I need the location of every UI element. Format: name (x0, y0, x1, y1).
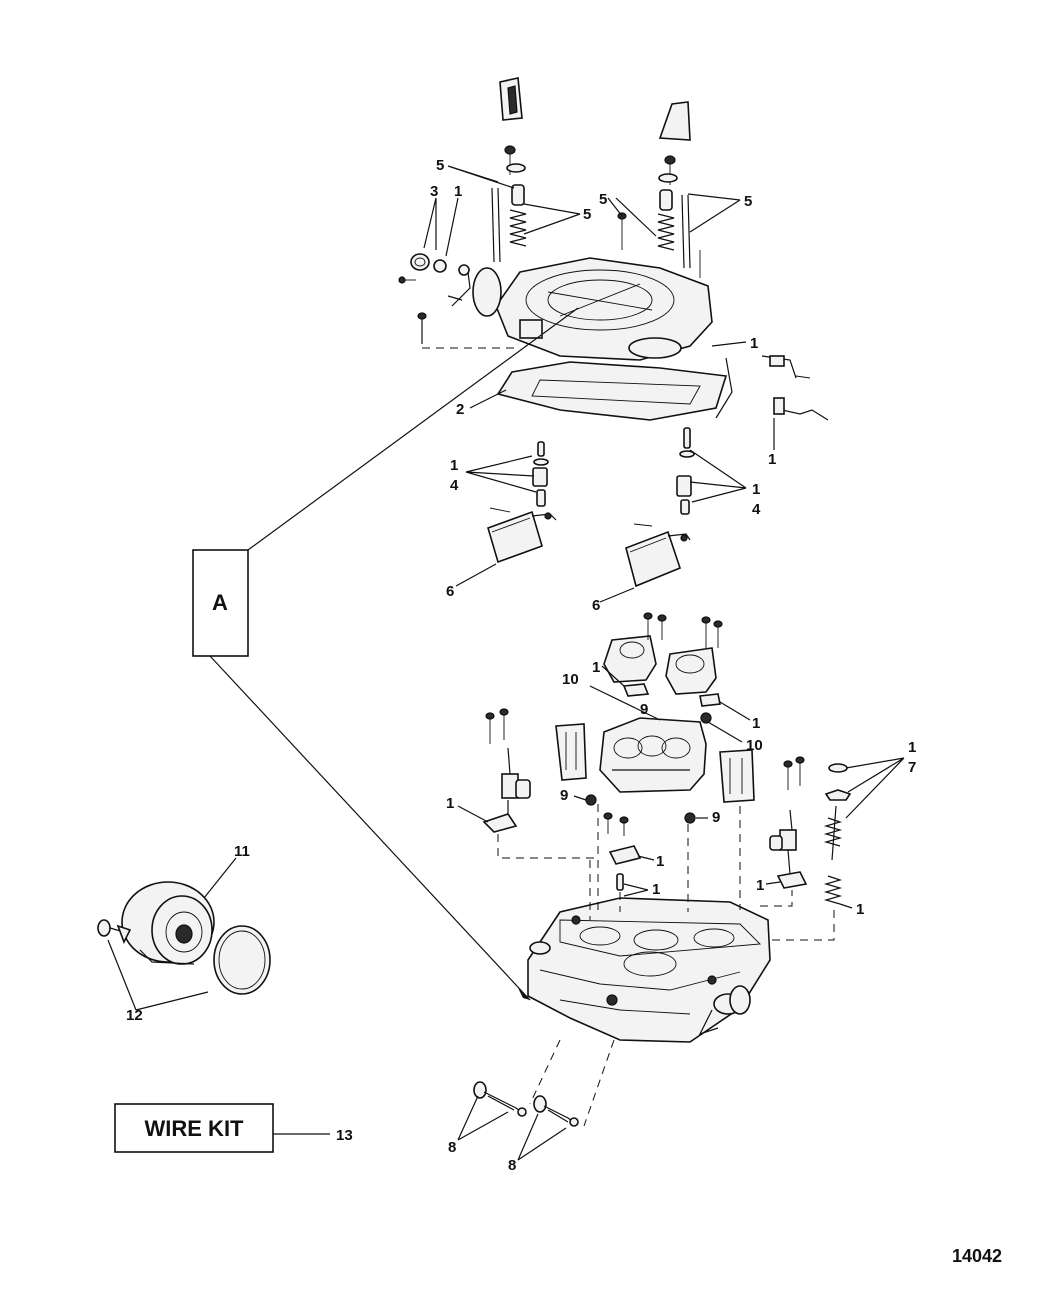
callout-1: 1 (752, 481, 760, 498)
callout-6: 6 (446, 583, 454, 600)
callout-1: 1 (856, 901, 864, 918)
callout-9: 9 (560, 787, 568, 804)
callout-1: 1 (656, 853, 664, 870)
leader-lines (107, 165, 905, 1161)
assembly-guides (529, 804, 835, 1127)
callout-12: 12 (126, 1007, 143, 1024)
callout-2: 2 (456, 401, 464, 418)
callout-5: 5 (744, 193, 752, 210)
callout-3: 3 (430, 183, 438, 200)
callout-6: 6 (592, 597, 600, 614)
callout-7: 7 (908, 759, 916, 776)
pump-venturi-assembly (482, 612, 852, 905)
detail-box-label: A (212, 590, 228, 615)
wire-kit-callout: WIRE KIT (114, 1103, 274, 1153)
air-horn-gasket (496, 361, 728, 421)
callout-1: 1 (592, 659, 600, 676)
callout-11: 11 (234, 843, 250, 860)
detail-callout-a: A (192, 307, 579, 1001)
callout-1: 1 (454, 183, 462, 200)
carburetor-main-body (527, 897, 771, 1043)
callout-5: 5 (436, 157, 444, 174)
air-horn-body (495, 257, 713, 361)
callout-1: 1 (908, 739, 916, 756)
callout-8: 8 (448, 1139, 456, 1156)
choke-gasket (213, 925, 271, 995)
callout-1: 1 (450, 457, 458, 474)
callout-1: 1 (652, 881, 660, 898)
float-left (487, 510, 543, 564)
callout-5: 5 (583, 206, 591, 223)
callout-1: 1 (752, 715, 760, 732)
callout-1: 1 (446, 795, 454, 812)
callout-9: 9 (712, 809, 720, 826)
venturi-cluster (599, 717, 707, 793)
callout-4: 4 (752, 501, 761, 518)
callout-numbers: 5 3 1 5 5 5 1 2 1 1 4 1 4 6 6 1 10 9 1 1… (126, 157, 916, 1174)
callout-1: 1 (756, 877, 764, 894)
float-assemblies (487, 427, 695, 588)
idle-mixture-screws (473, 1081, 579, 1127)
air-horn-assembly (398, 77, 829, 421)
callout-13: 13 (336, 1127, 353, 1144)
callout-5: 5 (599, 191, 607, 208)
callout-9: 9 (640, 701, 648, 718)
wire-kit-label: WIRE KIT (145, 1116, 245, 1141)
callout-1: 1 (768, 451, 776, 468)
callout-8: 8 (508, 1157, 516, 1174)
diagram-number: 14042 (952, 1246, 1002, 1266)
float-right (625, 530, 681, 588)
callout-10: 10 (562, 671, 579, 688)
choke-thermostat (97, 881, 271, 995)
callout-4: 4 (450, 477, 459, 494)
choke-housing (472, 267, 502, 317)
metering-rod-cover-right (658, 101, 691, 141)
callout-1: 1 (750, 335, 758, 352)
callout-10: 10 (746, 737, 763, 754)
